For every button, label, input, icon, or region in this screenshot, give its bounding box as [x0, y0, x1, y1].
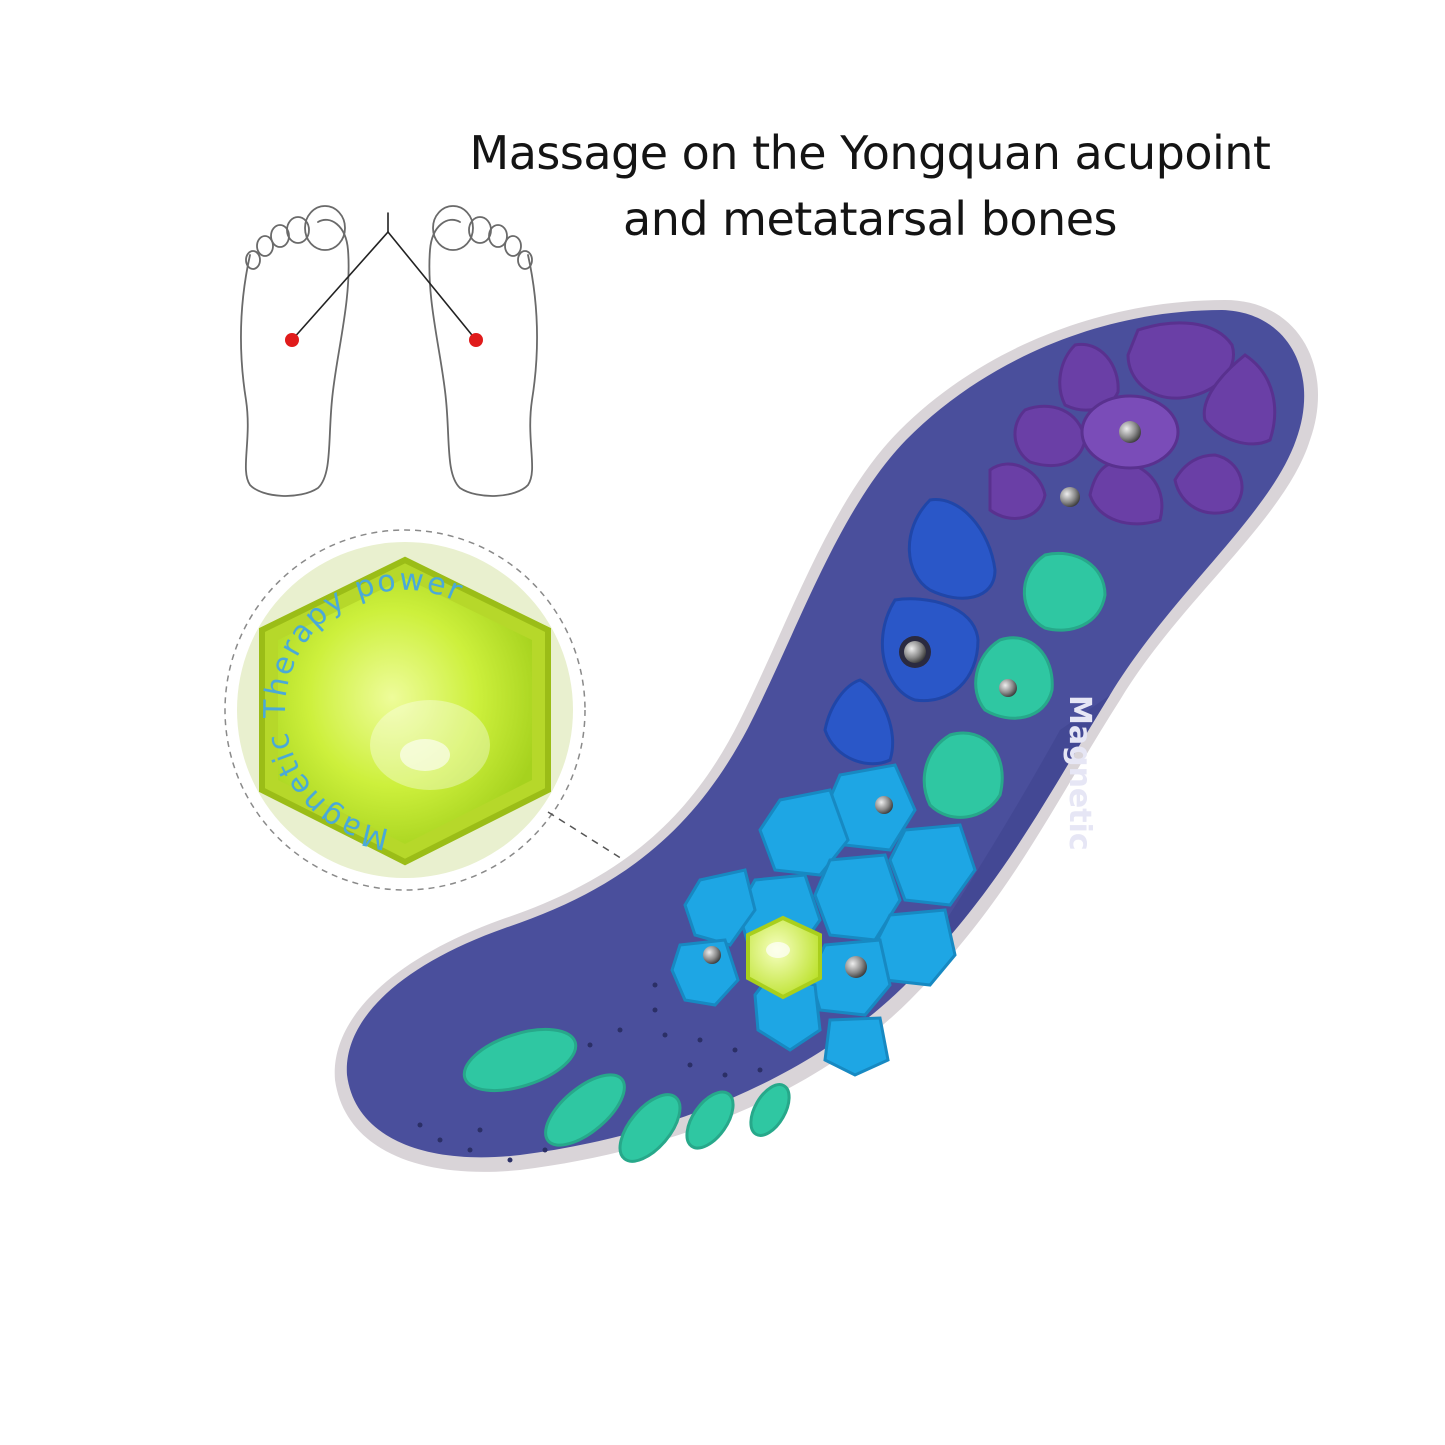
feet-diagram	[240, 205, 538, 497]
headline: Massage on the Yongquan acupoint and met…	[400, 120, 1340, 252]
acupoint-dot-right-icon	[469, 333, 483, 347]
magnet-stud-icon	[1119, 421, 1141, 443]
magnet-stud-icon	[999, 679, 1017, 697]
magnet-stud-icon	[845, 956, 867, 978]
magnet-stone-icon	[746, 915, 822, 1000]
magnet-closeup: Magnetic Therapy power	[224, 529, 586, 891]
magnet-stud-icon	[703, 946, 721, 964]
magnet-stud-icon	[875, 796, 893, 814]
headline-line-1: Massage on the Yongquan acupoint	[469, 126, 1271, 180]
ventilation-holes	[417, 982, 763, 1163]
toe-pads	[462, 1027, 791, 1163]
mint-pads-upper	[922, 552, 1107, 819]
pointer-lines	[291, 212, 477, 341]
foot-outline-right-icon	[428, 205, 538, 497]
magnet-stud-icon	[904, 641, 926, 663]
foot-outline-left-icon	[240, 205, 350, 497]
magnet-stud-icon	[1060, 487, 1080, 507]
headline-line-2: and metatarsal bones	[623, 192, 1117, 246]
heel-pads	[988, 321, 1277, 526]
callout-leader-line	[547, 811, 759, 946]
acupoint-dot-left-icon	[285, 333, 299, 347]
insole-side-text: Magnetic	[1062, 695, 1097, 851]
insole: Magnetic	[334, 300, 1319, 1172]
